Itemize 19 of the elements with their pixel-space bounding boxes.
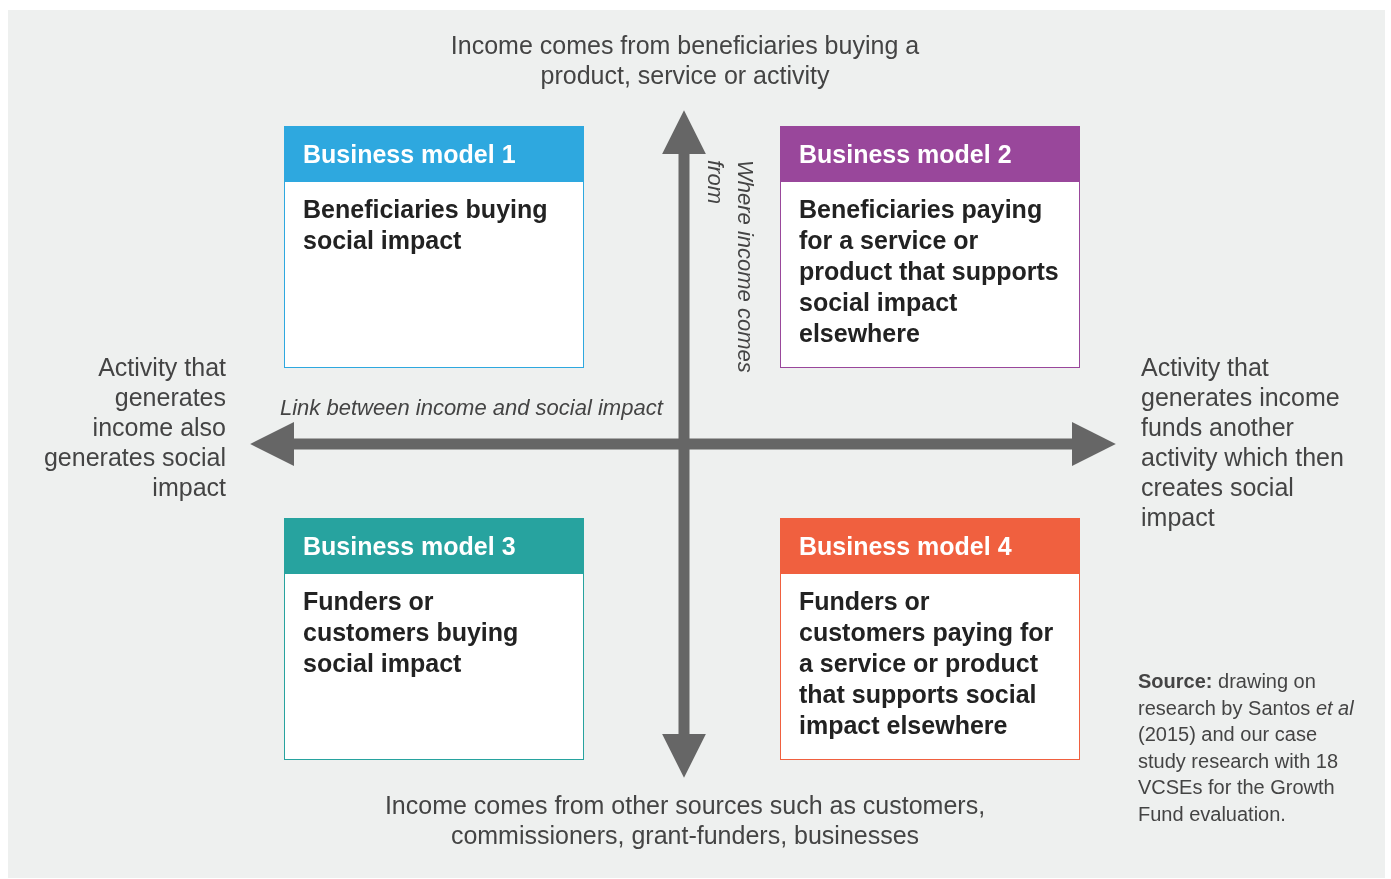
axis-title: Where income comes from <box>702 160 759 375</box>
axis-end-label: Income comes from beneficiaries buying a product, service or activity <box>449 30 921 90</box>
axis-title: Link between income and social impact <box>280 394 665 422</box>
model-card <box>780 126 1080 368</box>
model-card <box>780 518 1080 760</box>
card-header: Business model 4 <box>781 519 1079 574</box>
card-text: Beneficiaries paying for a service or product that supports social impact elsewhere <box>798 194 1060 349</box>
card-header: Business model 1 <box>285 127 583 182</box>
source-note: Source: drawing on research by Santos et al (2015) and our case study research with 18 VCSEs for the Growth Fund evaluation. <box>1138 669 1355 827</box>
axis-end-label: Income comes from other sources such as customers, commissioners, grant-funders, businesses <box>383 790 987 850</box>
card-header: Business model 3 <box>285 519 583 574</box>
card-header: Business model 2 <box>781 127 1079 182</box>
axis-end-label: Activity that generates income funds another activity which then creates social impact <box>1141 352 1345 532</box>
card-text: Funders or customers paying for a service or product that supports social impact elsewhere <box>798 586 1055 741</box>
card-text: Beneficiaries buying social impact <box>302 194 549 256</box>
model-card <box>284 126 584 368</box>
card-text: Funders or customers buying social impact <box>302 586 520 679</box>
model-card <box>284 518 584 760</box>
axis-end-label: Activity that generates income also generates social impact <box>42 352 226 502</box>
